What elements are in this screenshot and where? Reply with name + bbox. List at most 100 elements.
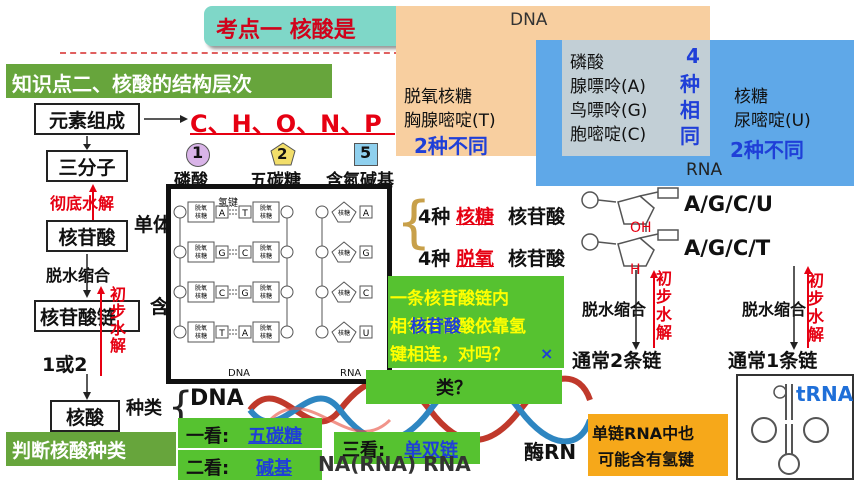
deoxyribose-text: 脱氧 <box>260 204 272 212</box>
section-title: 知识点二、核酸的结构层次 <box>12 72 252 96</box>
deoxyribose-box <box>252 321 280 343</box>
hydrolysis-left: 初步水解 <box>656 269 673 342</box>
trna-cloverleaf-icon <box>751 384 829 475</box>
deoxyribose-text: 脱氧 <box>195 324 207 332</box>
phosphate-icon <box>315 325 329 339</box>
deoxynucleotide-bases: A/G/C/T <box>684 236 771 260</box>
arrow-down-icon <box>83 136 91 150</box>
dna-partial-label: DNA <box>190 386 244 411</box>
deoxyribose-box <box>252 201 280 223</box>
header-banner <box>204 6 404 46</box>
deoxyribose-text: 核糖 <box>195 252 207 260</box>
phosphate-icon <box>315 285 329 299</box>
ribonucleotide-prefix: 4种 <box>418 206 451 228</box>
base-right-box <box>238 205 252 219</box>
ribose-text: 核糖 <box>338 329 350 337</box>
ribonucleotide-structure-icon <box>581 187 679 232</box>
dna-base: 胸腺嘧啶(T) <box>404 111 496 131</box>
oh-label: OH <box>630 220 652 236</box>
base-left-letter: C <box>219 289 225 299</box>
elements-underline <box>190 133 395 135</box>
base-left-box <box>215 205 229 219</box>
judge-bar <box>6 432 176 466</box>
same-1: 4 <box>686 44 700 68</box>
three-molecules-box: 三分子 <box>46 150 128 182</box>
rna-sugar: 核糖 <box>734 87 768 107</box>
ribose-pentagon <box>331 241 357 263</box>
nucleic-acid-box: 核酸 <box>50 400 120 432</box>
chain-arrow-right-icon <box>790 266 812 350</box>
question-tail-bg <box>366 370 562 404</box>
dna-diff: 2种不同 <box>414 134 488 158</box>
chain-arrow-left-icon <box>632 270 658 350</box>
first-look-bg <box>178 418 322 448</box>
question-line-2: 相邻核苷酸依靠氢 <box>390 317 526 337</box>
rna-base: 尿嘧啶(U) <box>734 111 811 131</box>
partial-hydrolysis-arrow-icon <box>97 286 105 376</box>
same-2: 种 <box>680 72 700 96</box>
note-line-2: 可能含有氢键 <box>598 450 695 469</box>
base-right-box <box>238 325 252 339</box>
question-line-1: 一条核苷酸链内 <box>390 289 509 309</box>
ribose-text: 核糖 <box>338 249 350 257</box>
arrow-down-icon-2 <box>83 254 91 298</box>
rna-base-letter: C <box>363 289 369 299</box>
nucleotide-chain-box: 核苷酸链 <box>34 300 140 332</box>
common-guanine: 鸟嘌呤(G) <box>570 101 648 121</box>
rna-base-box <box>359 325 373 339</box>
deoxyribose-text: 脱氧 <box>260 244 272 252</box>
deoxyribose-box <box>187 201 215 223</box>
phosphate-icon <box>173 325 187 339</box>
trna-label: tRNA <box>796 382 854 406</box>
partial-hydrolysis-label: 初步水解 <box>110 285 127 355</box>
dehydration-right: 脱水缩合 <box>742 300 807 319</box>
base-right-letter: A <box>242 329 249 339</box>
nucleotide-box: 核苷酸 <box>46 220 128 252</box>
base-left-box <box>215 245 229 259</box>
phosphate-icon <box>315 205 329 219</box>
base-left-letter: G <box>219 249 226 259</box>
arrow-down-icon-3 <box>83 374 91 400</box>
rna-diff: 2种不同 <box>730 138 804 162</box>
pentose-pentagon-icon <box>270 142 296 166</box>
phosphate-number: 1 <box>192 143 204 162</box>
base-left-letter: T <box>218 329 225 339</box>
judge-label: 判断核酸种类 <box>12 440 127 462</box>
usually-two-chains: 通常2条链 <box>572 350 662 372</box>
third-look-value: 单双链 <box>404 440 458 461</box>
hydrogen-bond-label: 氢键 <box>218 198 238 209</box>
header-title: 考点一 核酸是 <box>216 18 356 43</box>
rna-base-letter: G <box>363 249 370 259</box>
deoxyribose-box <box>187 281 215 303</box>
deoxyribose-text: 脱氧 <box>260 324 272 332</box>
dehydration-label: 脱水缩合 <box>46 266 111 285</box>
deoxyribose-text: 核糖 <box>260 212 272 220</box>
deoxyribose-box <box>252 281 280 303</box>
contains-label: 含 <box>150 296 170 318</box>
question-overlay: 核苷酸 <box>410 317 461 337</box>
deoxynucleotide-structure-icon <box>581 229 679 274</box>
common-panel <box>562 40 710 156</box>
trna-box <box>736 374 854 480</box>
base-right-letter: T <box>241 209 248 219</box>
dna-title: DNA <box>510 10 548 30</box>
phosphate-icon <box>280 325 294 339</box>
phosphate-icon <box>173 245 187 259</box>
rna-base-box <box>359 285 373 299</box>
phosphate-icon <box>280 205 294 219</box>
base-number: 5 <box>360 143 372 162</box>
diagram-rna-label: RNA <box>340 368 362 379</box>
diagram-dna-label: DNA <box>228 368 251 379</box>
deoxyribose-text: 核糖 <box>260 332 272 340</box>
third-look-prefix: 三看: <box>342 440 386 461</box>
base-left-letter: A <box>219 209 226 219</box>
base-right-letter: C <box>242 249 248 259</box>
arrow-right-icon <box>144 115 188 123</box>
ribose-text: 核糖 <box>338 289 350 297</box>
base-right-letter: G <box>242 289 249 299</box>
ribose-pentagon <box>331 201 357 223</box>
elements-box: 元素组成 <box>34 103 140 135</box>
nucleotide-brace: { <box>396 190 432 255</box>
usually-one-chain: 通常1条链 <box>728 350 818 372</box>
